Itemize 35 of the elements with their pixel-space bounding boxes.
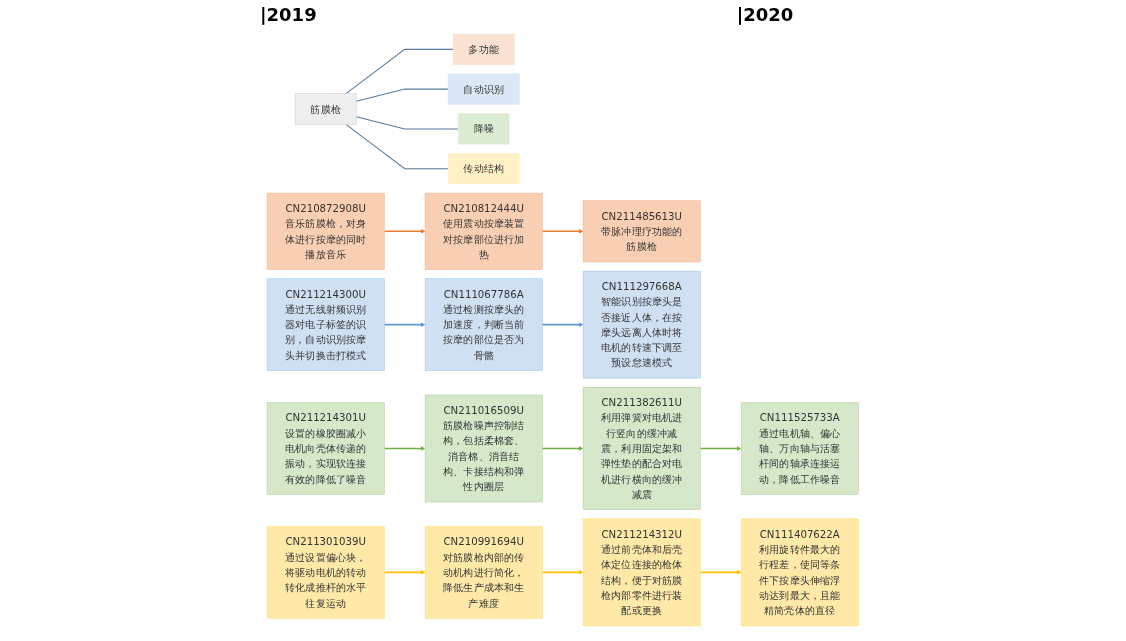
node-box: CN211214300U 通过无线射频识别器对电子标签的识别，自动识别按摩头并切换击打模式 xyxy=(267,278,385,371)
node-box: CN211485613U 带脉冲理疗功能的筋膜枪 xyxy=(583,200,701,263)
connector xyxy=(356,116,459,130)
node-box: 自动识别 xyxy=(448,73,520,105)
node-box: CN211382611U 利用弹簧对电机进行竖向的缓冲减震，利用固定架和弹性垫的配合对电机进行横向的缓冲减震 xyxy=(583,387,701,510)
arrow xyxy=(383,570,426,575)
year-label: |2020 xyxy=(736,4,794,27)
node-box: CN210812444U 使用震动按摩装置对按摩部位进行加热 xyxy=(425,192,543,270)
connector xyxy=(345,48,454,95)
connector xyxy=(356,88,449,102)
connector xyxy=(345,123,449,170)
node-box: CN211016509U 筋膜枪噪声控制结构，包括柔棉套、消音棉、消音结构、卡接结构和弹性内圈层 xyxy=(425,394,543,503)
arrow xyxy=(699,570,742,575)
node-box: CN211301039U 通过设置偏心块，将驱动电机的转动转化成推杆的水平往复运动 xyxy=(267,526,385,619)
node-box: 筋膜枪 xyxy=(295,93,357,125)
arrow xyxy=(383,322,426,327)
arrow xyxy=(383,229,426,234)
node-box: 传动结构 xyxy=(448,153,520,185)
arrow xyxy=(383,446,426,451)
arrow xyxy=(541,570,584,575)
arrow xyxy=(541,229,584,234)
year-label: |2019 xyxy=(260,4,317,27)
node-box: CN111525733A 通过电机轴、偏心轴、万向轴与活塞杆间的轴承连接运动，降低工作噪音 xyxy=(741,402,859,495)
arrow xyxy=(699,446,742,451)
node-box: 多功能 xyxy=(453,33,515,65)
node-box: 降噪 xyxy=(458,113,510,145)
node-box: CN111297668A 智能识别按摩头是否接近人体，在按摩头远离人体时将电机的转速下调至预设怠速模式 xyxy=(583,270,701,379)
node-box: CN210991694U 对筋膜枪内部的传动机构进行简化，降低生产成本和生产难度 xyxy=(425,526,543,619)
arrow xyxy=(541,446,584,451)
node-box: CN210872908U 音乐筋膜枪，对身体进行按摩的同时播放音乐 xyxy=(267,192,385,270)
node-box: CN211214301U 设置的橡胶圈减小电机向壳体传递的振动，实现软连接有效的降低了噪音 xyxy=(267,402,385,495)
node-box: CN111067786A 通过检测按摩头的加速度，判断当前按摩的部位是否为骨骼 xyxy=(425,278,543,371)
node-box: CN211214312U 通过前壳体和后壳体定位连接的枪体结构，便于对筋膜枪内部零件进行装配或更换 xyxy=(583,518,701,627)
node-box: CN111407622A 利用旋转件最大的行程差，使同等条件下按摩头伸缩浮动达到最大，且能精简壳体的直径 xyxy=(741,518,859,627)
arrow xyxy=(541,322,584,327)
